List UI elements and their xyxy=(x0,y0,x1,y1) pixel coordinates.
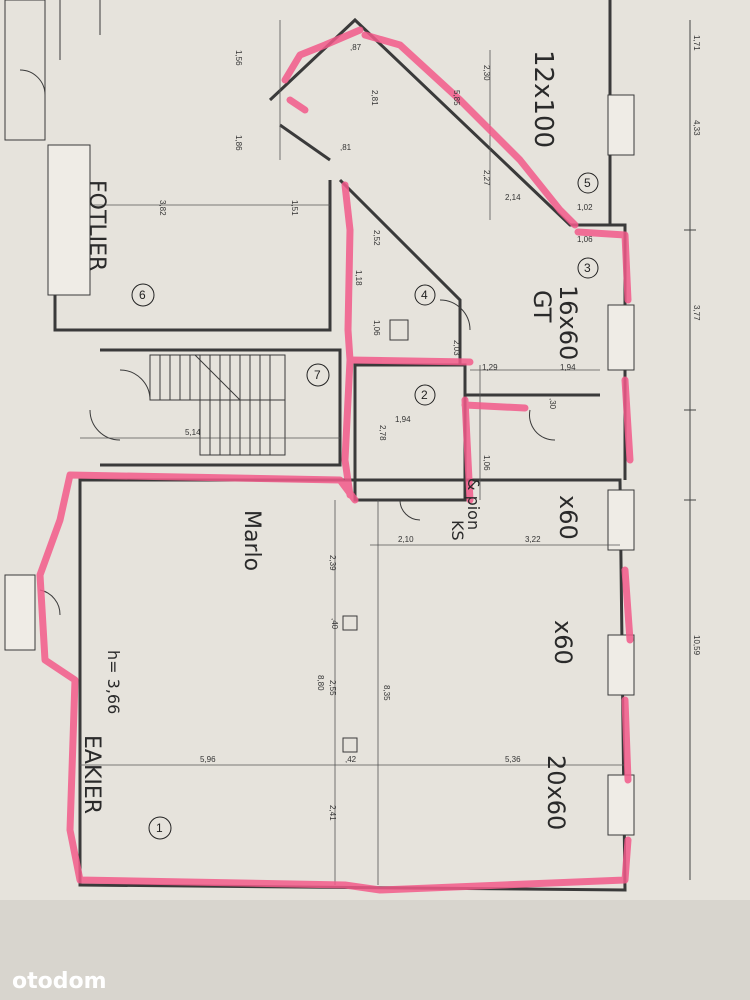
dim-label: 2,81 xyxy=(370,90,379,106)
dim-label: 2,39 xyxy=(328,555,337,571)
note-eakier: EAKIER xyxy=(79,735,104,814)
dim-label: 1,02 xyxy=(577,203,593,212)
dim-label: 8,35 xyxy=(382,685,391,701)
dim-label: 1,06 xyxy=(482,455,491,471)
note-ks: KS xyxy=(448,520,467,541)
note-x60-b: x60 xyxy=(549,620,577,665)
room-4-marker xyxy=(414,284,436,306)
room-3-marker xyxy=(577,257,599,279)
dim-label: 1,94 xyxy=(395,415,411,424)
dim-label: 1,06 xyxy=(372,320,381,336)
dim-label: 2,55 xyxy=(328,680,337,696)
dim-label: 5,85 xyxy=(452,90,461,106)
watermark-logo: otodom xyxy=(12,969,107,994)
dim-label: ,81 xyxy=(340,143,352,152)
room-2-number: 2 xyxy=(421,388,428,402)
dimension-labels: 3,82 1,51 1,56 1,86 2,30 2,81 5,85 2,27 … xyxy=(158,35,701,821)
dim-label: ,40 xyxy=(330,618,339,630)
room-6-number: 6 xyxy=(139,288,146,302)
dim-label: 2,10 xyxy=(398,535,414,544)
top-left-window xyxy=(4,0,101,141)
note-12x100: 12x100 xyxy=(528,50,558,148)
column-3 xyxy=(389,319,409,341)
dim-label: 2,30 xyxy=(482,65,491,81)
dim-label: 8,80 xyxy=(316,675,325,691)
dim-label: 1,94 xyxy=(560,363,576,372)
dim-label: ,87 xyxy=(350,43,362,52)
dim-label: 3,22 xyxy=(525,535,541,544)
windows xyxy=(4,94,635,836)
room-1-number: 1 xyxy=(156,821,163,835)
dim-label: 3,82 xyxy=(158,200,167,216)
room-labels: 1 2 3 4 5 6 7 xyxy=(131,172,599,840)
handwritten-notes: 12x100 16x60 GT FOTLIER Marlo x60 x60 20… xyxy=(79,50,582,830)
note-16x60: 16x60 xyxy=(554,285,582,360)
dim-label: 5,14 xyxy=(185,428,201,437)
room-5-number: 5 xyxy=(584,176,591,190)
dim-label: 1,56 xyxy=(234,50,243,66)
dim-label: 2,14 xyxy=(505,193,521,202)
column-1 xyxy=(342,615,358,631)
dim-label: 10,59 xyxy=(692,635,701,656)
dim-label: 2,27 xyxy=(482,170,491,186)
note-20x60: 20x60 xyxy=(542,755,570,830)
note-height: h= 3,66 xyxy=(104,650,123,714)
room-6-marker xyxy=(131,283,155,307)
dim-label: 1,06 xyxy=(577,235,593,244)
dim-label: 5,36 xyxy=(505,755,521,764)
room-2-marker xyxy=(414,384,436,406)
room-1-marker xyxy=(148,816,172,840)
staircase xyxy=(149,354,286,456)
paper-shade xyxy=(0,900,750,1000)
room-7-number: 7 xyxy=(314,368,321,382)
dim-label: 5,96 xyxy=(200,755,216,764)
dim-label: 1,86 xyxy=(234,135,243,151)
dimension-lines xyxy=(80,20,625,885)
room-4-number: 4 xyxy=(421,288,428,302)
note-pion: & pion xyxy=(464,478,483,530)
dim-label: 2,78 xyxy=(378,425,387,441)
note-gt: GT xyxy=(528,290,556,323)
dim-label: 2,03 xyxy=(452,340,461,356)
dim-label: 2,52 xyxy=(372,230,381,246)
note-x60-a: x60 xyxy=(554,495,582,540)
dim-label: 4,33 xyxy=(692,120,701,136)
note-marlo: Marlo xyxy=(239,510,264,571)
room-5-marker xyxy=(577,172,599,194)
note-fotlier: FOTLIER xyxy=(84,180,109,271)
room-3-number: 3 xyxy=(584,261,591,275)
dim-label: 2,41 xyxy=(328,805,337,821)
dim-label: ,30 xyxy=(548,398,557,410)
column-2 xyxy=(342,737,358,753)
dim-label: 3,77 xyxy=(692,305,701,321)
dim-label: 1,29 xyxy=(482,363,498,372)
room-7-marker xyxy=(306,363,330,387)
dim-label: ,42 xyxy=(345,755,357,764)
dim-label: 1,51 xyxy=(290,200,299,216)
dim-label: 1,18 xyxy=(354,270,363,286)
dim-label: 1,71 xyxy=(692,35,701,51)
highlight-walls xyxy=(36,26,634,894)
